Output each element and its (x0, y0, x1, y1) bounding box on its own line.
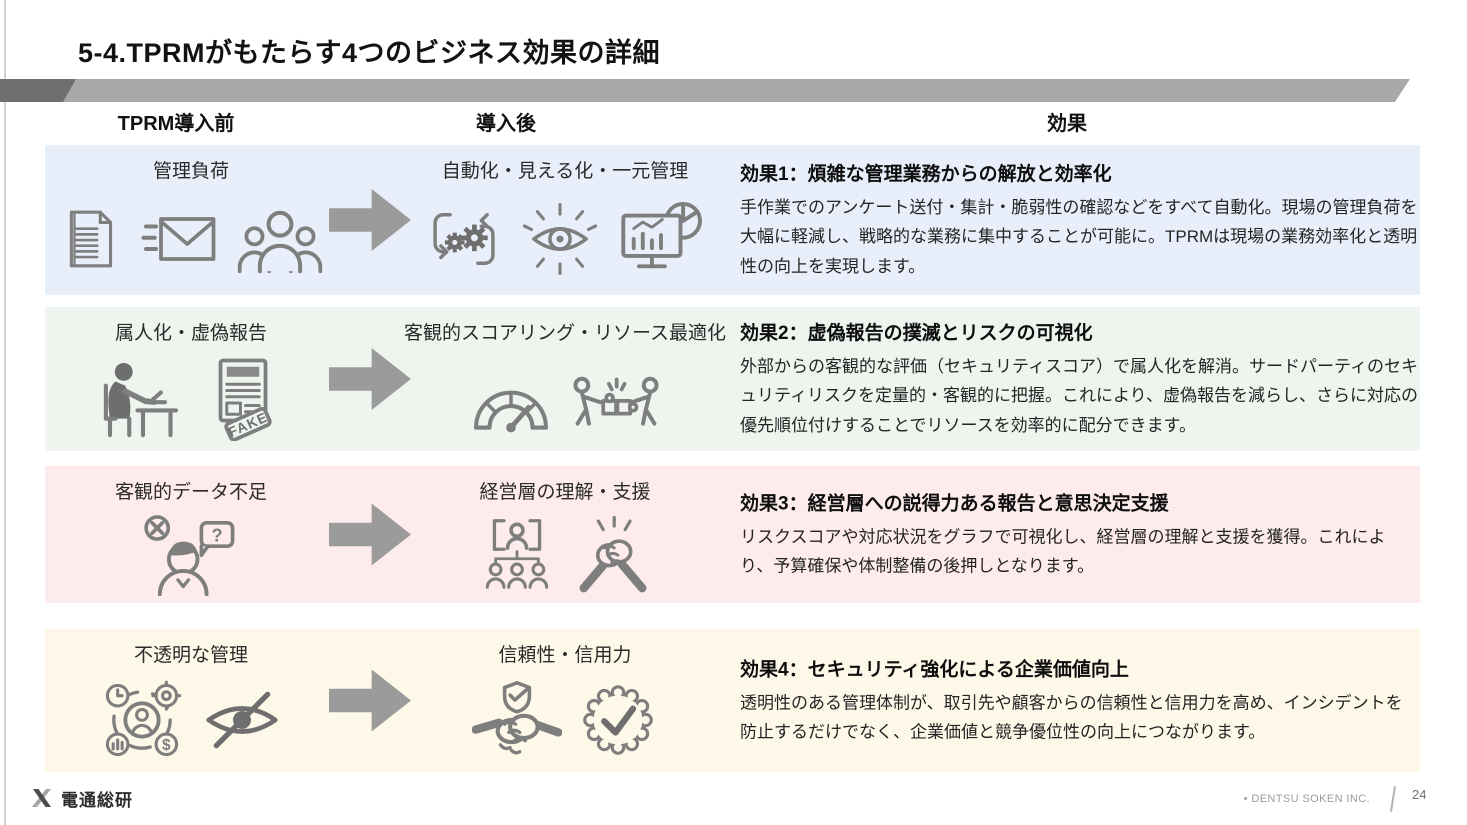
effect-title: 効果2：虚偽報告の撲滅とリスクの可視化 (740, 322, 1093, 344)
trusted-handshake-icon (472, 680, 562, 754)
question-mark-text: ? (211, 525, 222, 545)
effect-title: 効果1：煩雑な管理業務からの解放と効率化 (740, 163, 1112, 185)
before-label: 属人化・虚偽報告 (114, 323, 267, 344)
after-section: 自動化・見える化・一元管理 (433, 145, 702, 295)
before-icons (59, 183, 323, 295)
collaboration-puzzle-icon (573, 376, 659, 426)
effect-body: リスクスコアや対応状況をグラフで可視化し、経営層の理解と支援を獲得。これにより、… (740, 527, 1386, 576)
after-section: 経営層の理解・支援 (435, 466, 695, 603)
clasped-hands-icon (579, 515, 647, 592)
before-after-arrow (329, 503, 411, 566)
column-header-effect: 効果 (1047, 113, 1087, 135)
page-number: 24 (1412, 787, 1427, 802)
company-logo-text: 電通総研 (61, 791, 133, 810)
column-header-before: TPRM導入前 (117, 113, 235, 135)
before-icons: FAKE (99, 345, 283, 451)
effect-body: 外部からの客観的な評価（セキュリティスコア）で属人化を解消。サードパーティのセキ… (740, 356, 1418, 435)
left-border-line (4, 0, 6, 825)
after-section: 客観的スコアリング・リソース最適化 (404, 307, 726, 451)
dashboard-pie-icon (621, 201, 702, 269)
stressed-worker-icon (103, 362, 179, 438)
effect-title: 効果3：経営層への説得力ある報告と意思決定支援 (740, 493, 1169, 515)
dentsu-soken-x-logo-icon (32, 788, 51, 807)
before-icons: ? (139, 504, 243, 603)
fake-news-icon: FAKE (218, 358, 272, 441)
effect-row-2: 属人化・虚偽報告 (45, 307, 1420, 451)
effect-row-3: 客観的データ不足 ? 経営層の理解・支援 (45, 466, 1420, 603)
certified-badge-icon (583, 684, 653, 755)
before-icons: $ (99, 667, 283, 772)
effect-section: 効果1：煩雑な管理業務からの解放と効率化 手作業でのアンケート送付・集計・脆弱性… (740, 159, 1418, 281)
effect-body: 透明性のある管理体制が、取引先や顧客からの信頼性と信用力を高め、インシデントを防… (740, 693, 1403, 742)
before-section: 属人化・虚偽報告 (45, 307, 337, 451)
after-label: 経営層の理解・支援 (479, 482, 651, 503)
before-label: 不透明な管理 (133, 645, 248, 666)
effect-title: 効果4：セキュリティ強化による企業価値向上 (740, 659, 1129, 681)
before-after-arrow (329, 348, 411, 410)
org-presentation-icon (485, 518, 549, 589)
after-label: 客観的スコアリング・リソース最適化 (403, 323, 727, 344)
company-logo: 電通総研 (30, 786, 133, 811)
dollar-sign-text: $ (162, 737, 171, 754)
after-section: 信頼性・信用力 (435, 629, 695, 772)
effect-row-4: 不透明な管理 $ (45, 629, 1420, 772)
document-icon (69, 210, 113, 268)
title-accent-bar-dark-segment (0, 79, 76, 102)
management-process-icon: $ (105, 680, 182, 756)
effect-section: 効果4：セキュリティ強化による企業価値向上 透明性のある管理体制が、取引先や顧客… (740, 654, 1418, 747)
after-icons (477, 504, 653, 603)
footer-company-name: • DENTSU SOKEN INC. (1243, 793, 1370, 805)
effect-body: 手作業でのアンケート送付・集計・脆弱性の確認などをすべて自動化。現場の管理負荷を… (740, 197, 1418, 276)
automation-gears-icon (433, 212, 495, 266)
effect-section: 効果2：虚偽報告の撲滅とリスクの可視化 外部からの客観的な評価（セキュリティスコ… (740, 318, 1418, 440)
after-label: 自動化・見える化・一元管理 (441, 161, 689, 182)
before-label: 客観的データ不足 (114, 482, 267, 503)
after-label: 信頼性・信用力 (498, 645, 632, 666)
after-icons (425, 183, 705, 295)
effect-row-1: 管理負荷 (45, 145, 1420, 295)
confused-person-icon: ? (144, 514, 235, 596)
page-title: 5-4.TPRMがもたらす4つのビジネス効果の詳細 (78, 38, 660, 68)
visibility-eye-icon (522, 203, 598, 275)
before-after-arrow (329, 669, 411, 732)
before-after-arrow (329, 189, 411, 251)
footer-separator-line (1389, 786, 1397, 812)
email-icon (141, 217, 216, 261)
before-label: 管理負荷 (152, 161, 229, 182)
before-section: 不透明な管理 $ (45, 629, 337, 772)
people-group-icon (237, 210, 323, 274)
hidden-eye-icon (206, 691, 278, 748)
before-section: 客観的データ不足 ? (45, 466, 337, 603)
before-section: 管理負荷 (45, 145, 337, 295)
title-accent-bar (0, 79, 1410, 102)
effect-section: 効果3：経営層への説得力ある報告と意思決定支援 リスクスコアや対応状況をグラフで… (740, 488, 1418, 581)
after-icons (468, 345, 662, 451)
after-icons (472, 667, 658, 772)
gauge-icon (474, 390, 548, 433)
column-header-after: 導入後 (476, 113, 536, 135)
